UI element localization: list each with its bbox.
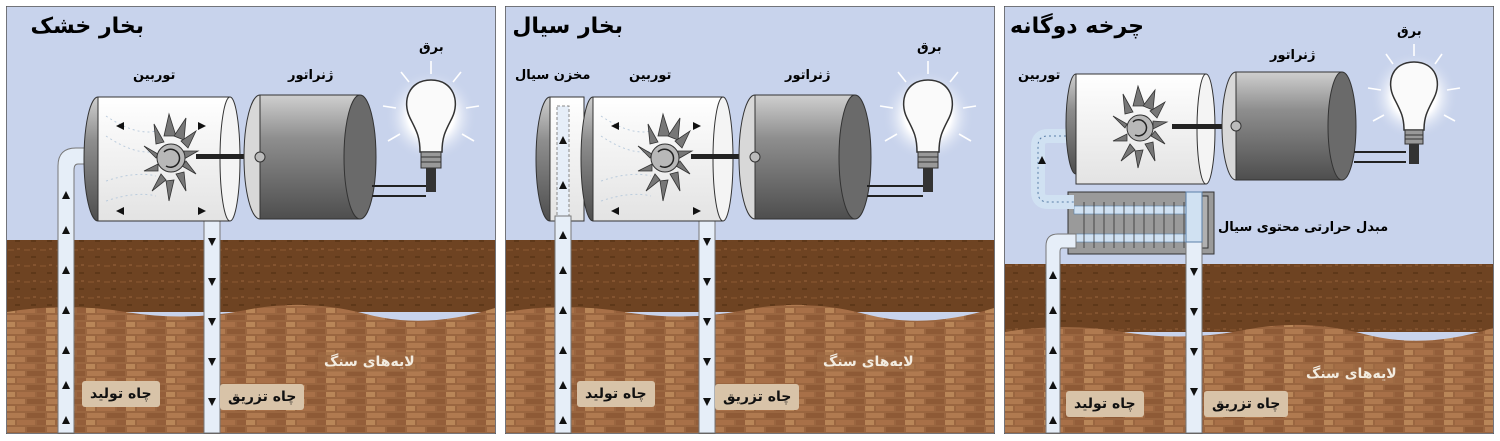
light-bulb-icon: [382, 61, 480, 192]
fluid-tank: [535, 96, 585, 222]
rock-layers-label: لایه‌های سنگ: [817, 352, 920, 372]
panel-flash-steam: بخار سیال مخزن سیال توربین ژنراتور برق ل…: [505, 6, 995, 434]
rock-layers-label: لایه‌های سنگ: [1300, 364, 1403, 384]
light-bulb-icon: [879, 61, 977, 192]
panel-dry-steam: بخار خشک توربین ژنراتور برق لایه‌های سنگ…: [6, 6, 496, 434]
turbine-label: توربین: [1018, 68, 1061, 83]
binary-cycle-diagram: [1004, 6, 1494, 434]
panel-title: چرخه دوگانه: [1009, 14, 1144, 39]
injection-well-label: چاه تزریق: [220, 384, 305, 410]
arrow-down-icon: [1190, 268, 1198, 396]
generator-label: ژنراتور: [785, 68, 831, 83]
power-label: برق: [1397, 24, 1422, 39]
generator-label: ژنراتور: [288, 68, 334, 83]
injection-well-label: چاه تزریق: [1204, 391, 1289, 417]
panel-title: بخار خشک: [30, 14, 144, 39]
flash-steam-diagram: [505, 6, 995, 434]
panel-title: بخار سیال: [512, 14, 623, 39]
arrow-down-icon: [703, 238, 711, 406]
dry-steam-diagram: [6, 6, 496, 434]
arrow-up-icon: [62, 191, 70, 424]
light-bulb-icon: [1367, 44, 1461, 164]
arrow-up-icon: [559, 136, 567, 424]
rock-layers-label: لایه‌های سنگ: [318, 352, 421, 372]
fluid-tank-label: مخزن سیال: [515, 68, 591, 83]
generator-icon: [738, 94, 872, 220]
arrow-down-icon: [208, 238, 216, 406]
arrow-up-icon: [1038, 156, 1057, 424]
production-well-label: چاه تولید: [82, 381, 160, 407]
production-well-pipe: [554, 215, 572, 434]
turbine-icon: [1065, 73, 1216, 185]
production-well-label: چاه تولید: [1066, 391, 1144, 417]
turbine-label: توربین: [629, 68, 672, 83]
injection-well-pipe: [1185, 191, 1203, 434]
power-label: برق: [419, 40, 444, 55]
generator-icon: [243, 94, 377, 220]
panel-binary-cycle: چرخه دوگانه توربین ژنراتور برق مبدل حرار…: [1004, 6, 1494, 434]
turbine-label: توربین: [133, 68, 176, 83]
production-well-label: چاه تولید: [577, 381, 655, 407]
injection-well-label: چاه تزریق: [715, 384, 800, 410]
heat-exchanger-label: مبدل حرارتی محتوی سیال: [1218, 220, 1389, 235]
generator-label: ژنراتور: [1270, 48, 1316, 63]
generator-icon: [1221, 71, 1357, 181]
power-label: برق: [917, 40, 942, 55]
